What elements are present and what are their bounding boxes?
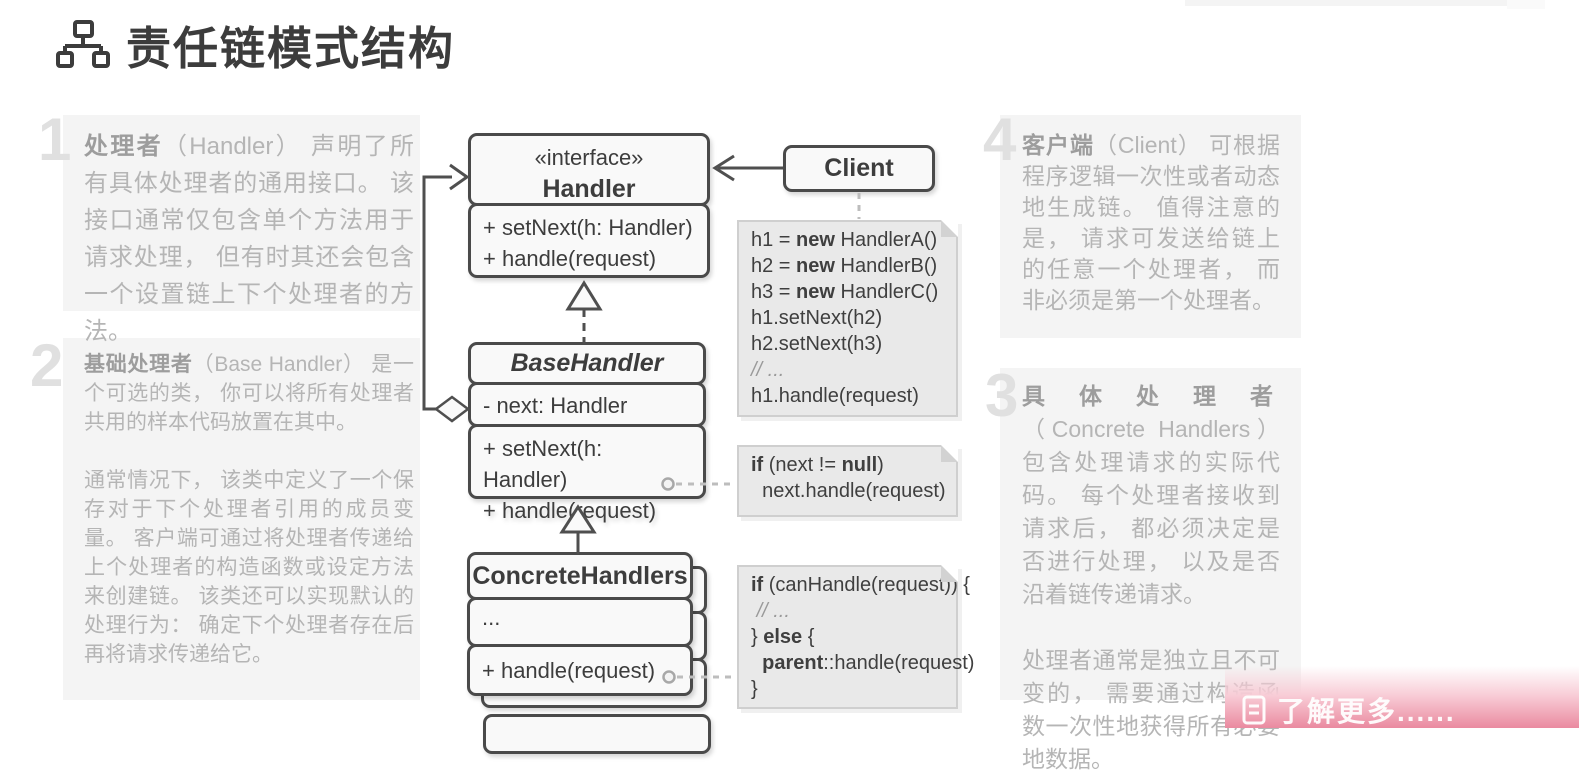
section-3-panel [1000,368,1301,700]
aggregation-line [422,175,452,411]
uml-class-name: Handler [542,175,636,203]
arrowhead-icon [712,154,735,182]
uml-method: + setNext(h: Handler) [483,436,603,492]
section-4-panel [1000,115,1301,338]
uml-class-client: Client [783,145,935,192]
uml-methods: + setNext(h: Handler) + handle(request) [468,203,710,278]
uml-methods: + handle(request) [467,644,693,696]
uml-methods: + setNext(h: Handler) + handle(request) [468,424,706,523]
uml-field: - next: Handler [483,393,628,418]
note-client-code: h1 = new HandlerA()h2 = new HandlerB()h3… [737,220,958,417]
section-1-lead: 处理者 [84,133,163,160]
top-right-strip-small [1507,0,1545,9]
uml-class-name: BaseHandler [510,349,664,377]
note-concrete-handle-code: if (canHandle(request)) { // ...} else {… [737,565,974,709]
uml-field: ... [482,605,501,630]
uml-class-title: BaseHandler [468,342,706,385]
arrowhead-icon [449,163,470,191]
uml-fields: ... [467,597,693,647]
aggregation-diamond-icon [433,395,471,423]
section-2-body: （Base Handler） 是一个可选的类， 你可以将所有处理者共用的样本代码… [84,353,415,434]
top-right-strip [1185,0,1507,6]
section-2-panel [63,338,420,700]
uml-class-title: ConcreteHandlers [467,552,693,600]
section-1-number: 1 [38,106,72,173]
uml-method: + handle(request) [483,246,657,271]
inheritance-triangle-icon [565,280,603,311]
section-1-panel [63,115,420,311]
uml-method: + handle(request) [482,658,656,683]
uml-class-name: Client [824,154,894,182]
uml-stereotype: «interface» [534,145,644,170]
section-3-body: （Concrete Handlers） 包含处理请求的实际代码。 每个处理者接收… [1022,416,1280,607]
stack-compartment [483,714,711,754]
section-2-text: 基础处理者（Base Handler） 是一个可选的类， 你可以将所有处理者共用… [84,350,414,669]
section-1-text: 处理者（Handler） 声明了所有具体处理者的通用接口。 该接口通常仅包含单个… [84,128,414,350]
section-2-body-2: 通常情况下， 该类中定义了一个保存对于下个处理者引用的成员变量。 客户端可通过将… [84,469,414,666]
sitemap-icon [56,19,110,68]
section-4-number: 4 [983,106,1017,173]
uml-class-base-handler: BaseHandler - next: Handler + setNext(h:… [468,342,706,523]
uml-method: + handle(request) [483,498,657,523]
section-2-number: 2 [30,332,64,399]
learn-more-button[interactable]: 了解更多...... [1225,666,1579,728]
section-4-text: 客户端（Client） 可根据程序逻辑一次性或者动态地生成链。 值得注意的是， … [1022,130,1280,316]
page-title: 责任链模式结构 [126,23,456,74]
book-icon [1242,695,1266,725]
section-2-lead: 基础处理者 [84,353,193,376]
section-4-body: （Client） 可根据程序逻辑一次性或者动态地生成链。 值得注意的是， 请求可… [1022,132,1280,313]
uml-class-concrete-handlers-stack-bottom [483,714,711,754]
section-1-body: （Handler） 声明了所有具体处理者的通用接口。 该接口通常仅包含单个方法用… [84,133,414,345]
section-3-number: 3 [985,362,1019,429]
section-3-lead: 具体处理者 [1022,383,1280,409]
uml-fields: - next: Handler [468,382,706,427]
learn-more-label: 了解更多...... [1277,696,1456,727]
uml-class-title: «interface» Handler [468,133,710,206]
note-base-handle-code: if (next != null) next.handle(request) [737,445,958,517]
uml-class-handler: «interface» Handler + setNext(h: Handler… [468,133,710,278]
uml-class-name: ConcreteHandlers [472,562,688,590]
uml-class-concrete-handlers: ConcreteHandlers ... + handle(request) [467,552,693,696]
section-4-lead: 客户端 [1022,132,1094,158]
page-header: 责任链模式结构 [56,12,455,77]
uml-method: + setNext(h: Handler) [483,215,693,240]
uml-class-title: Client [783,145,935,192]
